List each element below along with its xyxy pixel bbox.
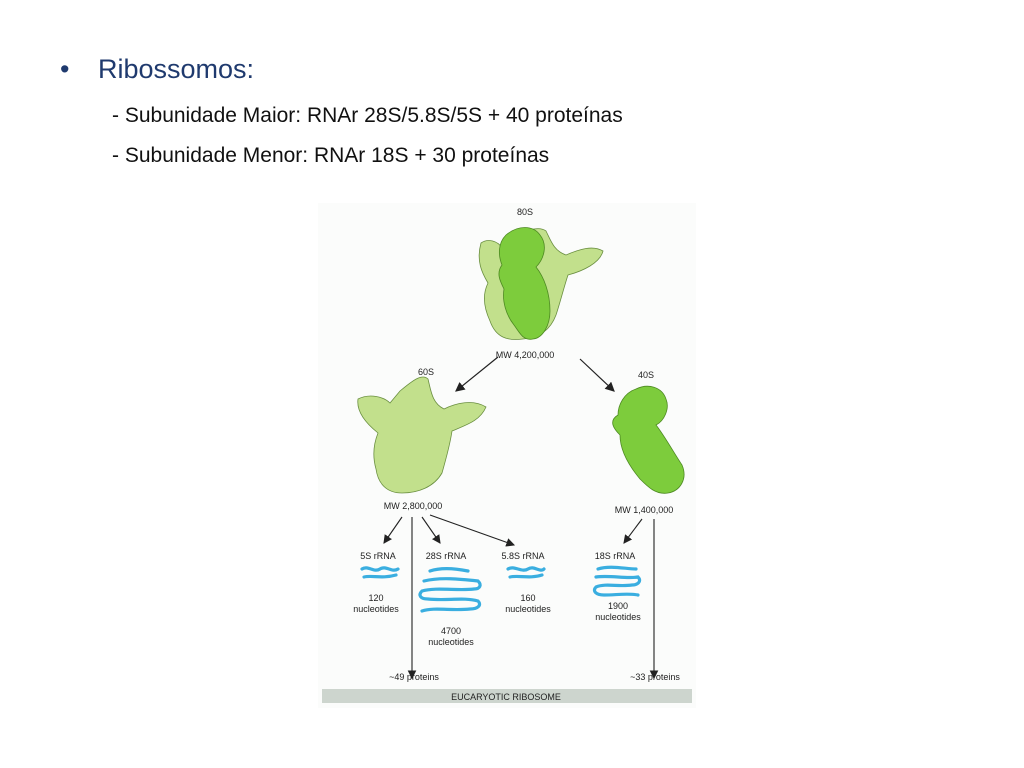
small-subunit-proteins: ~33 proteins — [630, 672, 680, 682]
heading-text: Ribossomos: — [98, 54, 255, 84]
rrna-28s-strand — [418, 567, 482, 613]
large-subunit-proteins: ~49 proteins — [389, 672, 439, 682]
ribosome-80s-label: 80S — [517, 207, 533, 217]
rrna-28s-unit: nucleotides — [428, 637, 474, 647]
ribosome-diagram: 80S MW 4,200,000 60S MW 2,800,000 40S MW… — [318, 203, 696, 708]
rrna-28s-length: 4700 — [441, 626, 461, 636]
small-subunit-line: - Subunidade Menor: RNAr 18S + 30 proteí… — [112, 144, 550, 167]
arrow-to-40s — [579, 358, 615, 392]
small-subunit-shape — [612, 385, 685, 494]
arrow-to-18s-rrna — [623, 518, 643, 544]
figure-caption: EUCARYOTIC RIBOSOME — [451, 692, 561, 702]
rrna-18s-label: 18S rRNA — [595, 551, 636, 561]
large-subunit-mw: MW 2,800,000 — [384, 501, 443, 511]
small-subunit-label: 40S — [638, 370, 654, 380]
arrow-to-28s-rrna — [421, 516, 441, 544]
bullet-heading: • Ribossomos: — [60, 54, 254, 85]
large-subunit-line: - Subunidade Maior: RNAr 28S/5.8S/5S + 4… — [112, 104, 623, 127]
rrna-5-8s-label: 5.8S rRNA — [501, 551, 544, 561]
rrna-5s-length: 120 — [368, 593, 383, 603]
rrna-5s-strand — [360, 566, 400, 579]
rrna-18s-unit: nucleotides — [595, 612, 641, 622]
rrna-18s-length: 1900 — [608, 601, 628, 611]
rrna-5-8s-length: 160 — [520, 593, 535, 603]
large-subunit-shape — [357, 376, 487, 494]
ribosome-80s-small-shape — [498, 227, 551, 340]
arrow-to-5s-rrna — [383, 516, 403, 544]
rrna-5s-label: 5S rRNA — [360, 551, 396, 561]
bullet-symbol: • — [60, 54, 70, 84]
arrow-to-5-8s-rrna — [429, 514, 516, 547]
rrna-5s-unit: nucleotides — [353, 604, 399, 614]
large-subunit-label: 60S — [418, 367, 434, 377]
rrna-5-8s-unit: nucleotides — [505, 604, 551, 614]
rrna-18s-strand — [592, 565, 642, 597]
caption-bar — [322, 689, 692, 703]
ribosome-80s-mw: MW 4,200,000 — [496, 350, 555, 360]
rrna-28s-label: 28S rRNA — [426, 551, 467, 561]
rrna-5-8s-strand — [506, 566, 546, 579]
small-subunit-mw: MW 1,400,000 — [615, 505, 674, 515]
arrow-to-60s — [455, 356, 499, 392]
